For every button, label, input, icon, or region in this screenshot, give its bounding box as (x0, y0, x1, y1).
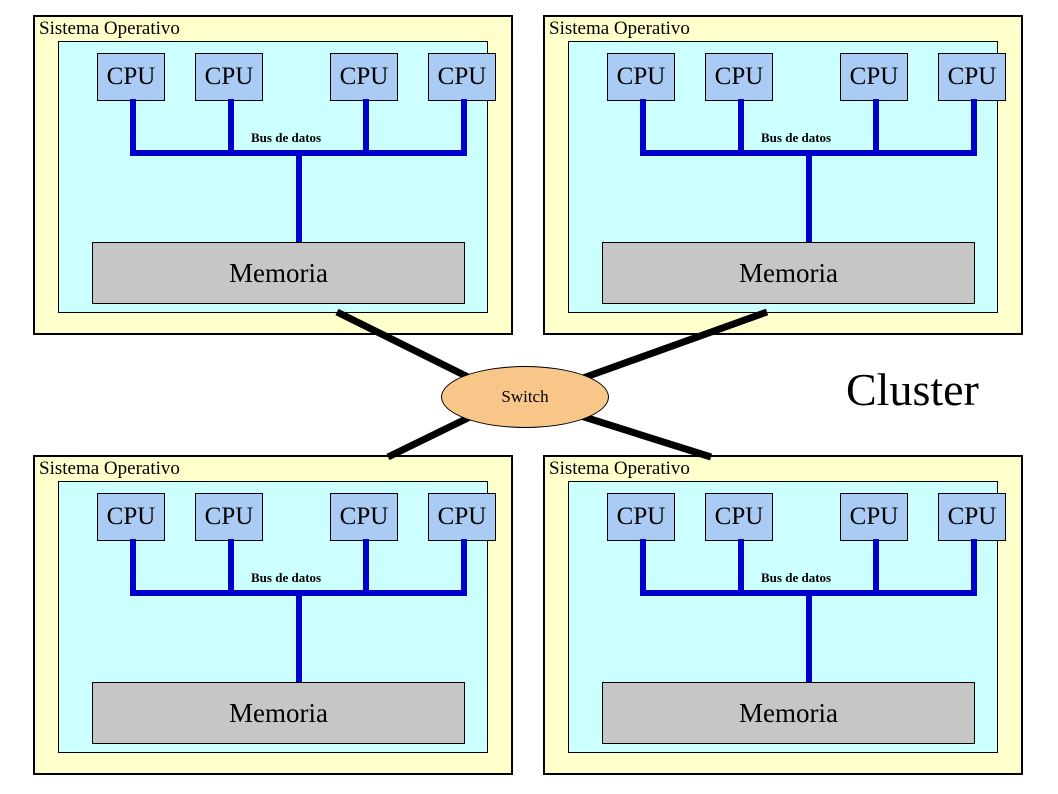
page-title: Cluster (846, 364, 979, 415)
memory-bus-line (806, 150, 812, 242)
mainboard: CPU CPU CPU CPU Bus de datos Memoria (568, 481, 1006, 753)
cpu-box[interactable]: CPU (428, 493, 496, 541)
os-label: Sistema Operativo (39, 458, 180, 479)
cpu-bus-stub (461, 539, 467, 596)
switch-node[interactable]: Switch (441, 366, 609, 428)
node-top-right[interactable]: Sistema Operativo CPU CPU CPU CPU Bus de… (543, 15, 1023, 335)
cpu-bus-stub (873, 99, 879, 156)
cpu-bus-stub (363, 99, 369, 156)
cpu-box[interactable]: CPU (840, 53, 908, 101)
bus-label: Bus de datos (251, 570, 322, 585)
bus-label: Bus de datos (761, 130, 832, 145)
link-line-bottom-right (579, 412, 713, 461)
memory-bus-line (296, 590, 302, 682)
node-bottom-left[interactable]: Sistema Operativo CPU CPU CPU CPU Bus de… (33, 455, 513, 775)
cpu-bus-stub (738, 99, 744, 156)
cpu-box[interactable]: CPU (705, 53, 773, 101)
cpu-box[interactable]: CPU (330, 53, 398, 101)
cpu-bus-stub (130, 99, 136, 156)
cpu-bus-stub (971, 99, 977, 156)
cpu-bus-stub (363, 539, 369, 596)
cpu-box[interactable]: CPU (840, 493, 908, 541)
memory-box[interactable]: Memoria (602, 242, 975, 304)
cpu-bus-stub (971, 539, 977, 596)
cpu-box[interactable]: CPU (938, 53, 1006, 101)
os-label: Sistema Operativo (549, 18, 690, 39)
os-label: Sistema Operativo (39, 18, 180, 39)
mainboard: CPU CPU CPU CPU Bus de datos Memoria (568, 41, 1006, 313)
cpu-bus-stub (738, 539, 744, 596)
cpu-box[interactable]: CPU (195, 53, 263, 101)
mainboard: CPU CPU CPU CPU Bus de datos Memoria (58, 481, 496, 753)
cpu-box[interactable]: CPU (607, 53, 675, 101)
node-top-left[interactable]: Sistema Operativo CPU CPU CPU CPU Bus de… (33, 15, 513, 335)
memory-box[interactable]: Memoria (92, 242, 465, 304)
memory-box[interactable]: Memoria (602, 682, 975, 744)
cpu-box[interactable]: CPU (428, 53, 496, 101)
cpu-box[interactable]: CPU (705, 493, 773, 541)
node-bottom-right[interactable]: Sistema Operativo CPU CPU CPU CPU Bus de… (543, 455, 1023, 775)
cpu-bus-stub (130, 539, 136, 596)
mainboard: CPU CPU CPU CPU Bus de datos Memoria (58, 41, 496, 313)
cpu-box[interactable]: CPU (97, 53, 165, 101)
memory-bus-line (296, 150, 302, 242)
cpu-bus-stub (873, 539, 879, 596)
cpu-bus-stub (640, 99, 646, 156)
cpu-box[interactable]: CPU (97, 493, 165, 541)
cpu-box[interactable]: CPU (938, 493, 1006, 541)
link-line-bottom-left (386, 412, 474, 461)
memory-bus-line (806, 590, 812, 682)
bus-label: Bus de datos (761, 570, 832, 585)
os-label: Sistema Operativo (549, 458, 690, 479)
cpu-bus-stub (228, 539, 234, 596)
cpu-box[interactable]: CPU (330, 493, 398, 541)
bus-label: Bus de datos (251, 130, 322, 145)
memory-box[interactable]: Memoria (92, 682, 465, 744)
cpu-bus-stub (640, 539, 646, 596)
cpu-bus-stub (461, 99, 467, 156)
cpu-box[interactable]: CPU (195, 493, 263, 541)
cpu-bus-stub (228, 99, 234, 156)
cpu-box[interactable]: CPU (607, 493, 675, 541)
